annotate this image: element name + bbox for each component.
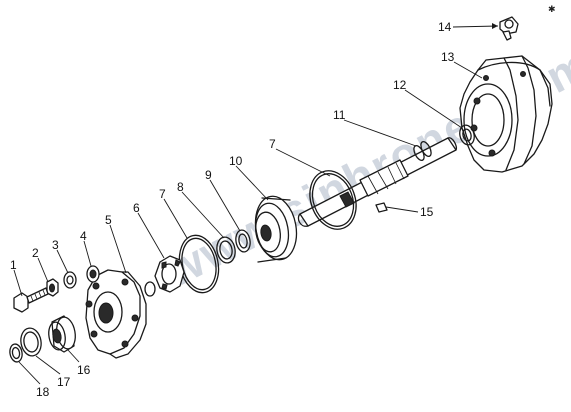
o-ring-part-7-right (309, 170, 357, 230)
callout-16: 16 (77, 363, 91, 377)
gear-part-10 (254, 195, 298, 263)
ring-part-17 (20, 327, 42, 357)
callout-17: 17 (57, 375, 71, 389)
callout-1: 1 (10, 258, 17, 272)
callout-2: 2 (32, 246, 39, 260)
callout-10: 10 (229, 154, 243, 168)
callout-labels: 1 2 3 4 5 6 7 8 9 10 7 11 12 13 14 15 16… (10, 20, 455, 399)
ring-part-9 (235, 229, 251, 253)
callout-9: 9 (205, 168, 212, 182)
seal-part-4 (86, 265, 100, 283)
callout-5: 5 (105, 213, 112, 227)
callout-18: 18 (36, 385, 50, 399)
bolt-part-1 (13, 287, 49, 313)
bushing-part-16 (48, 315, 76, 353)
nut-part-2 (46, 278, 59, 297)
callout-3: 3 (52, 238, 59, 252)
callout-7a: 7 (159, 187, 166, 201)
callout-7b: 7 (269, 137, 276, 151)
shaft-part-11 (297, 137, 458, 227)
corner-mark: ✱ (548, 4, 556, 14)
washer-part-3 (63, 271, 77, 289)
callout-4: 4 (80, 229, 87, 243)
ring-part-18 (9, 343, 23, 363)
callout-13: 13 (441, 50, 455, 64)
key-part-15 (375, 202, 388, 213)
callout-11: 11 (333, 108, 346, 122)
callout-8: 8 (177, 180, 184, 194)
castle-nut-part-6 (144, 255, 185, 297)
leader-lines (13, 23, 499, 385)
fitting-part-14 (499, 16, 519, 41)
callout-6: 6 (133, 201, 140, 215)
callout-15: 15 (420, 205, 434, 219)
callout-12: 12 (393, 78, 407, 92)
callout-14: 14 (438, 20, 452, 34)
cover-plate-part-5 (85, 269, 147, 359)
seal-ring-part-12 (459, 124, 475, 146)
